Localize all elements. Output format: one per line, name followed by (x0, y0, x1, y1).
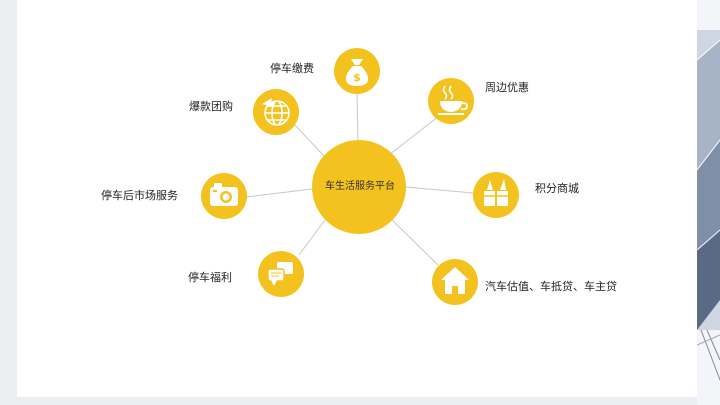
center-node (312, 140, 406, 234)
home-icon (441, 267, 469, 294)
bottom-edge-strip (17, 397, 697, 405)
node-points-mall[interactable] (473, 172, 519, 218)
node-aftermarket[interactable] (201, 173, 247, 219)
money-bag-icon: $ (345, 59, 369, 86)
node-label-points-mall: 积分商城 (535, 182, 579, 195)
camera-icon (210, 183, 238, 206)
left-edge-strip (0, 0, 17, 405)
plane-icon (262, 98, 276, 106)
coffee-cup-icon (438, 85, 469, 115)
connector-points-mall (405, 186, 474, 194)
connector-parking-welfare (298, 219, 326, 256)
node-label-valuation-loan: 汽车估值、车抵贷、车主贷 (485, 280, 617, 293)
node-nearby-deals[interactable] (428, 78, 474, 124)
node-label-group-buy: 爆款团购 (189, 100, 233, 113)
node-label-parking-fee: 停车缴费 (270, 62, 314, 75)
connectors (245, 93, 474, 266)
connector-parking-fee (356, 93, 359, 142)
node-label-nearby-deals: 周边优惠 (485, 81, 529, 94)
connector-nearby-deals (388, 115, 440, 156)
connector-valuation-loan (390, 218, 439, 266)
chat-bubbles-icon (267, 262, 293, 286)
svg-text:$: $ (353, 71, 361, 84)
node-parking-fee[interactable]: $ (334, 48, 380, 94)
connector-group-buy (293, 123, 326, 158)
node-parking-welfare[interactable] (258, 251, 304, 297)
node-group-buy[interactable] (253, 89, 299, 135)
connector-aftermarket (245, 188, 313, 198)
node-label-parking-welfare: 停车福利 (188, 271, 232, 284)
center-node-label: 车生活服务平台 (325, 181, 395, 192)
gift-box-icon (484, 179, 508, 206)
globe-plane-icon (264, 100, 290, 126)
node-label-aftermarket: 停车后市场服务 (101, 189, 178, 202)
decorative-building-image (697, 0, 720, 405)
node-valuation-loan[interactable] (432, 259, 478, 305)
